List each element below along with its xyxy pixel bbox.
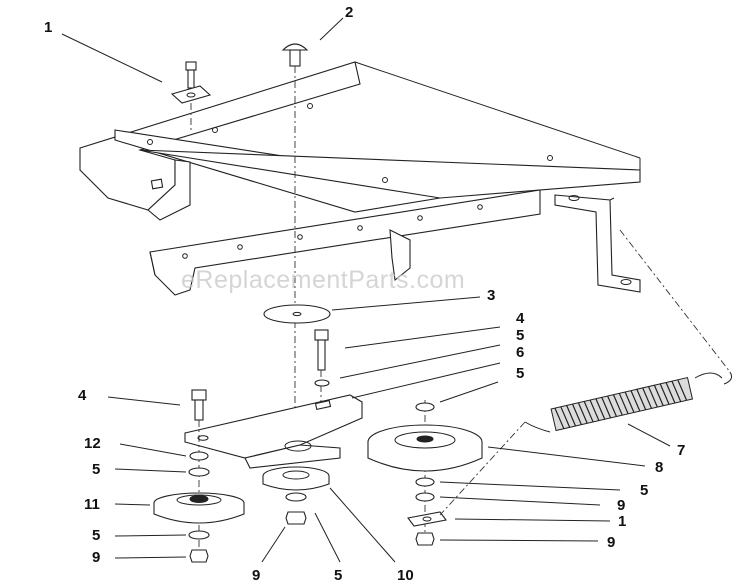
callout-9-b: 9	[607, 534, 615, 551]
callout-7: 7	[677, 442, 685, 459]
callout-1-bottom: 1	[618, 513, 626, 530]
deck-frame-upper	[79, 61, 641, 221]
callout-5-d: 5	[640, 482, 648, 499]
right-pulley-stack	[367, 400, 483, 546]
callout-9-c: 9	[92, 549, 100, 566]
spring-anchor-bracket	[554, 194, 641, 293]
callout-9-a: 9	[617, 497, 625, 514]
deck-frame-lower-rail	[149, 189, 541, 296]
callout-4-left: 4	[78, 387, 87, 404]
callout-6: 6	[516, 344, 524, 361]
callout-5-e: 5	[92, 527, 100, 544]
callout-12: 12	[84, 435, 101, 452]
watermark-text: eReplacementParts.com	[181, 266, 465, 294]
center-bolt-assembly	[281, 43, 309, 460]
callout-8: 8	[655, 459, 663, 476]
idler-spring	[439, 229, 732, 516]
callout-4-right: 4	[516, 310, 525, 327]
top-bolt-assembly	[170, 61, 212, 130]
callout-1-top: 1	[44, 19, 52, 36]
leader-lines	[61, 17, 671, 563]
callout-9-d: 9	[252, 567, 260, 584]
idler-arm	[184, 394, 363, 469]
callout-labels: 1 2 3 4 5 6 5 4 7 12 8 5 5 9 11 1 5 9 9 …	[44, 4, 685, 584]
callout-5-a: 5	[516, 327, 524, 344]
callout-5-f: 5	[334, 567, 342, 584]
left-pulley-stack	[153, 451, 245, 563]
callout-5-b: 5	[516, 365, 524, 382]
flat-washer	[263, 304, 331, 324]
callout-11: 11	[84, 496, 100, 513]
callout-2: 2	[345, 4, 353, 21]
callout-3: 3	[487, 287, 495, 304]
center-spacer-stack	[262, 466, 330, 525]
callout-10: 10	[397, 567, 414, 584]
callout-5-c: 5	[92, 461, 100, 478]
